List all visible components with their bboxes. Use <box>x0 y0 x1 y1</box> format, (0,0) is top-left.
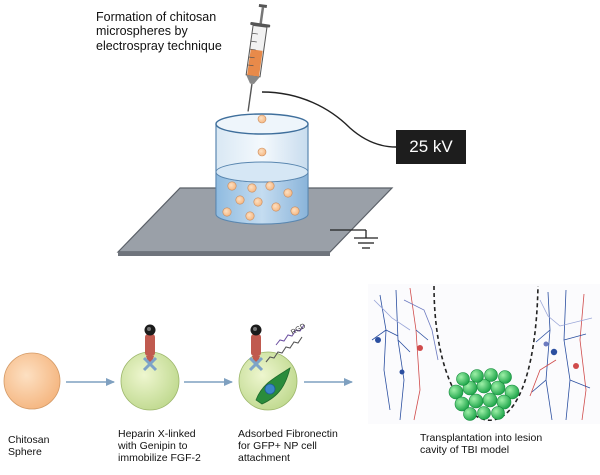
falling-droplets <box>257 114 267 157</box>
electrospray-setup <box>116 3 397 256</box>
transplant-label: Transplantation into lesion cavity of TB… <box>420 432 543 457</box>
voltage-box: 25 kV <box>396 130 466 164</box>
collector-plate-edge <box>118 252 330 256</box>
microspheres-in-liquid <box>222 181 300 221</box>
tbi-lesion-panel <box>368 284 600 424</box>
voltage-wire <box>261 91 397 148</box>
cell-icon <box>255 367 291 405</box>
formation-label: Formation of chitosan microspheres by el… <box>96 10 222 53</box>
syringe-icon <box>245 3 271 112</box>
ground-icon <box>330 229 378 249</box>
neuron-icon <box>529 289 593 421</box>
chitosan-sphere-label: Chitosan Sphere <box>8 434 50 459</box>
implanted-microspheres <box>448 368 520 421</box>
heparin-fgf2-sphere <box>120 324 180 411</box>
heparin-crosslink-icon <box>248 356 264 372</box>
fgf2-receptor-icon <box>144 324 156 362</box>
heparin-label: Heparin X-linked with Genipin to immobil… <box>118 428 201 465</box>
fgf2-receptor-icon <box>250 324 262 362</box>
fibronectin-cell-sphere <box>238 324 305 411</box>
rgd-peptide-icon <box>265 336 303 363</box>
fibronectin-label: Adsorbed Fibronectin for GFP+ NP cell at… <box>238 428 338 465</box>
neuron-icon <box>371 287 439 421</box>
heparin-crosslink-icon <box>142 356 158 372</box>
lesion-cavity-outline <box>433 285 539 421</box>
beaker-rim <box>215 113 309 135</box>
chitosan-sphere <box>3 352 61 410</box>
